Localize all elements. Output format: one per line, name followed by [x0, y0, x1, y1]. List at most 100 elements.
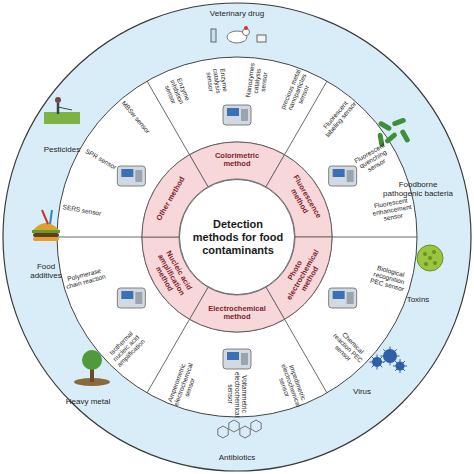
sensor-type: Impedimetric electrochemical sensor — [273, 360, 308, 409]
molecule-ring — [229, 420, 239, 432]
contaminant-name: Veterinary drug — [192, 10, 282, 19]
sector-divider — [332, 237, 417, 238]
contaminant-name: Antibiotics — [202, 454, 272, 463]
contaminant-name: Food additives — [20, 263, 72, 281]
instrument-screen — [333, 169, 345, 177]
instrument-icon — [223, 349, 251, 369]
toxin-spot — [433, 261, 437, 265]
chicken-comb — [244, 26, 248, 30]
burger-patty — [33, 233, 59, 237]
instrument-icon — [329, 166, 357, 186]
sensor-type: Fluorescent labeling sensor — [318, 95, 357, 138]
pesticide-icon — [44, 97, 80, 124]
bacterium — [392, 117, 407, 126]
sensor-type: Nanozymes catalysis sensor — [244, 58, 271, 104]
sensor-type: SERS sensor — [60, 202, 105, 217]
sensor-type: Enzyme catalysis sensor — [203, 58, 230, 104]
instrument-body — [117, 288, 145, 308]
sensor-type: Fluorescent enhancement sensor — [368, 195, 415, 224]
contaminant-name: Heavy metal — [58, 398, 118, 407]
toxin-blob — [417, 245, 443, 271]
instrument-icon — [223, 105, 251, 125]
virus-body — [372, 357, 382, 367]
instrument-body — [223, 105, 251, 125]
toxin-spot — [424, 262, 428, 266]
burger-bun-bottom — [33, 237, 59, 241]
instrument-icon — [117, 166, 145, 186]
method-name: Colorimetric method — [204, 152, 270, 169]
sector-wedge — [142, 237, 208, 319]
instrument-screen — [121, 169, 133, 177]
syringe — [50, 210, 52, 224]
sensor-type: SPR sensor — [80, 144, 122, 172]
instrument-body — [329, 288, 357, 308]
virus — [381, 347, 400, 366]
sector-wedge — [142, 155, 208, 237]
bacterium — [378, 120, 393, 131]
toxin-icon — [417, 245, 443, 271]
molecule-ring — [240, 426, 250, 438]
virus-body — [396, 362, 405, 371]
contaminant-name: Virus — [342, 388, 382, 397]
method-sector: Fluorescence method — [264, 153, 333, 238]
drug-vial — [211, 29, 216, 42]
instrument-body — [223, 349, 251, 369]
outer-ring — [3, 3, 471, 471]
sensor-type: MBSw sensor — [119, 98, 153, 136]
sprayer — [58, 107, 72, 110]
heavy-metal-icon — [74, 350, 110, 386]
method-sector: Other method — [141, 153, 209, 239]
virus-icon — [370, 347, 408, 374]
instrument-screen — [121, 291, 133, 299]
instrument-icon — [329, 288, 357, 308]
instrument-slot — [135, 292, 142, 304]
instrument-slot — [241, 353, 248, 365]
burger-icon — [32, 210, 60, 241]
sensor-type: Enzyme inhibition sensor — [159, 68, 196, 117]
sensor-type: Isothermal nucleic acid amplification — [103, 325, 149, 371]
molecule-icon — [218, 420, 261, 438]
method-name: Electrochemical method — [204, 305, 270, 322]
instrument-icon — [117, 288, 145, 308]
toxin-spot — [432, 250, 436, 254]
sector-divider — [57, 237, 142, 238]
instrument-screen — [333, 291, 345, 299]
farmer-body — [57, 103, 60, 114]
sensor-type: Voltammetric electrochemical sensor — [226, 372, 247, 416]
instrument-slot — [347, 292, 354, 304]
tree-crown — [82, 350, 102, 370]
instrument-slot — [241, 109, 248, 121]
sensor-type: Biological recognition PEC sensor — [365, 262, 413, 294]
instrument-body — [117, 166, 145, 186]
center-title: Detection methods for food contaminants — [192, 218, 284, 258]
chicken-icon — [211, 26, 266, 43]
contaminant-name: Pesticides — [32, 146, 92, 155]
inner-ring-edge — [142, 142, 332, 332]
bacterium — [384, 132, 398, 145]
burger-lettuce — [32, 230, 60, 233]
instrument-screen — [227, 352, 239, 360]
virus — [393, 359, 407, 373]
center-circle: Detection methods for food contaminants — [179, 179, 295, 295]
molecule-ring — [251, 420, 261, 432]
sensor-type: Fluorescent quenching sensor — [349, 138, 398, 179]
burger-bun-top — [33, 223, 59, 230]
instrument-slot — [347, 170, 354, 182]
instrument-screen — [227, 108, 239, 116]
virus-body — [383, 349, 397, 363]
sector-wedge — [266, 155, 332, 237]
farmer-head — [55, 97, 61, 103]
instrument-body — [329, 166, 357, 186]
method-sector: Nucleic acid amplification method — [141, 236, 209, 321]
virus — [370, 355, 385, 370]
sensor-type: Amperometric electrochemical sensor — [166, 360, 201, 409]
toxin-spot — [423, 252, 427, 256]
contaminant-name: Toxins — [393, 296, 443, 305]
middle-ring — [57, 57, 417, 417]
drug-vial — [257, 35, 266, 42]
syringe — [42, 210, 48, 224]
rice-field — [44, 112, 80, 124]
bacterium — [399, 129, 410, 144]
sensor-type: precious metal nanoparticles sensor — [279, 68, 316, 117]
